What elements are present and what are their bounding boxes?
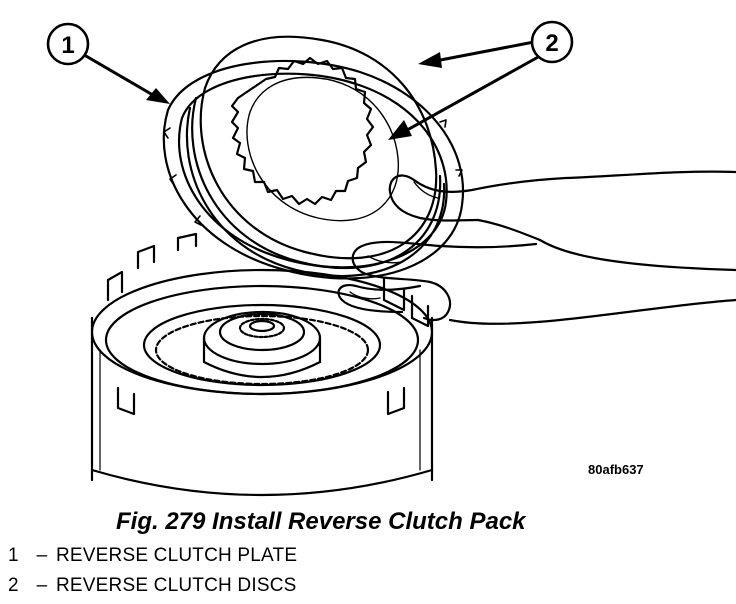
- clutch-housing-drum: [90, 232, 434, 497]
- legend-item-number: 1: [8, 545, 19, 566]
- figure-caption: Fig. 279 Install Reverse Clutch Pack: [116, 508, 526, 535]
- technician-hands: [337, 170, 736, 325]
- legend-item-separator: –: [36, 545, 48, 566]
- reverse-clutch-plate: [162, 59, 465, 280]
- legend-item-label: REVERSE CLUTCH PLATE: [56, 545, 298, 566]
- callout-leaders: [84, 40, 542, 136]
- legend-item-number: 2: [8, 575, 19, 596]
- callout-2-number: 2: [545, 30, 558, 57]
- arrowhead-2b: [388, 120, 412, 140]
- reverse-clutch-discs: [185, 35, 446, 278]
- clutch-pack-illustration: 1 2: [46, 20, 736, 497]
- arrowhead-1: [146, 88, 170, 104]
- figure-reference-code: 80afb637: [588, 462, 644, 477]
- legend-item: 1–REVERSE CLUTCH PLATE: [8, 545, 297, 567]
- callout-1: 1: [46, 22, 90, 66]
- legend-item: 2–REVERSE CLUTCH DISCS: [8, 575, 297, 597]
- arrowhead-2a: [418, 52, 442, 68]
- legend-item-label: REVERSE CLUTCH DISCS: [56, 575, 297, 596]
- legend-item-separator: –: [36, 575, 48, 596]
- callout-2: 2: [530, 20, 574, 64]
- callout-1-number: 1: [61, 32, 74, 59]
